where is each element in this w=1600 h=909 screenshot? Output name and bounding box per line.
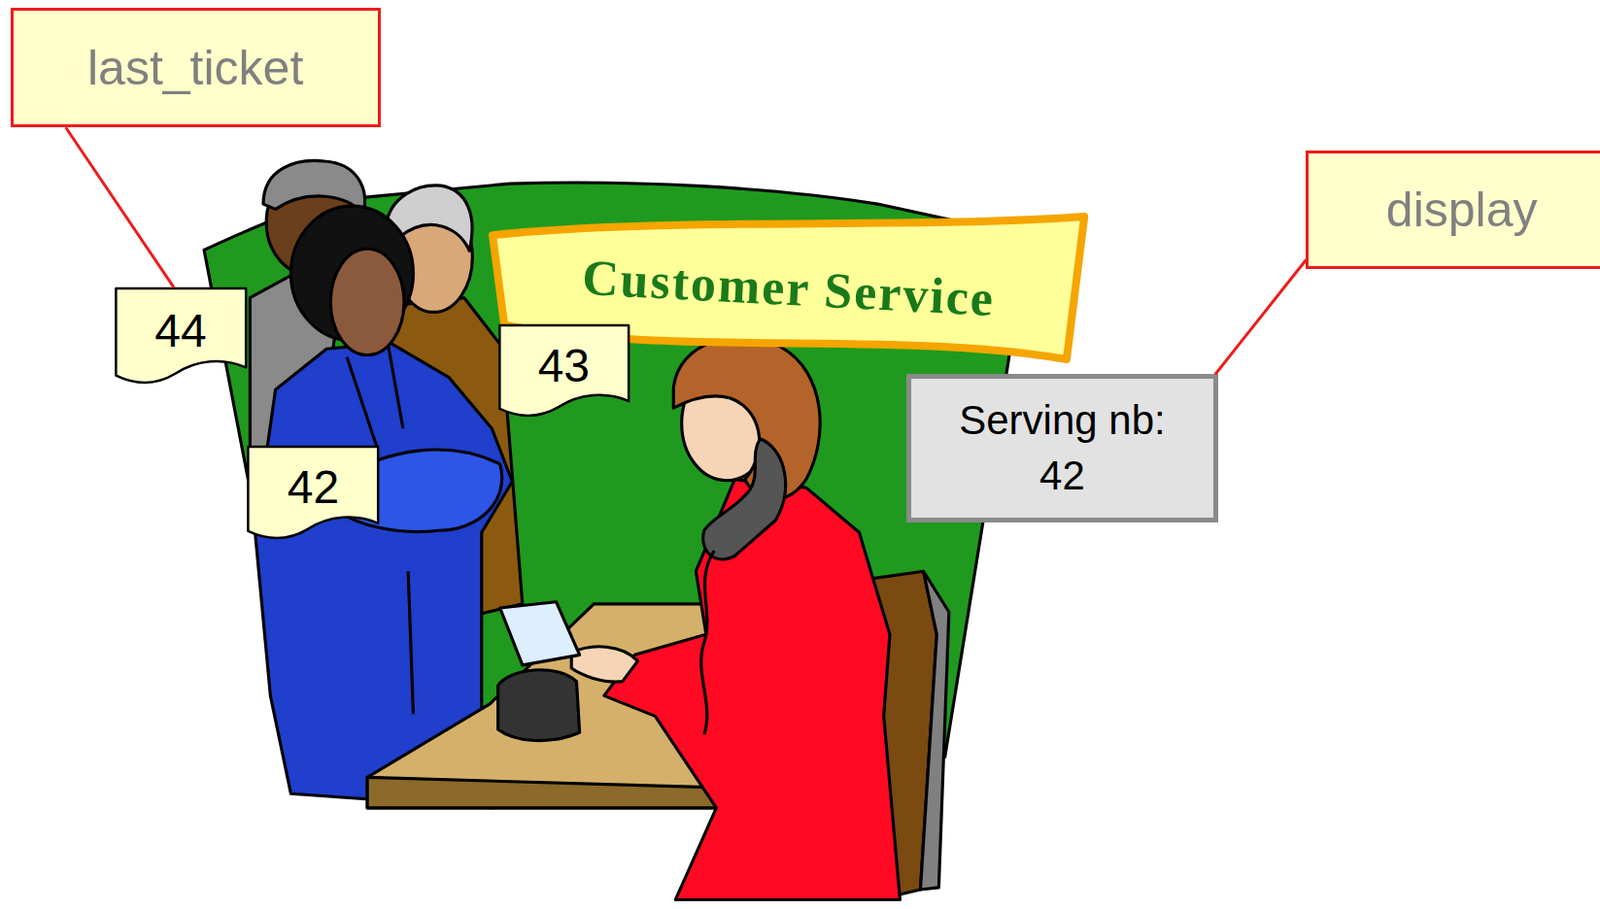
node-text: 42 [287,460,340,514]
phone-cord [701,550,715,735]
ticket-shape [248,446,379,539]
person-head [330,248,405,355]
leader-line [66,127,174,288]
ticket: 44 [114,287,248,388]
phone-base [498,670,580,742]
ticket-shape [115,288,246,383]
node-text: display [1386,181,1538,239]
node-text: Serving nb: 42 [945,393,1179,504]
node-text: last_ticket [87,39,304,97]
ticket: 42 [246,445,380,544]
paper [500,602,580,666]
node-text: 44 [154,304,206,358]
variable-label: display [1305,150,1600,270]
ticket: 43 [498,324,630,421]
node-text: 43 [538,339,590,393]
leader-line [1215,260,1307,375]
agent-hand [571,646,638,682]
variable-label: last_ticket [10,7,381,128]
agent-hair [673,338,820,500]
display-screen: Serving nb: 42 [906,374,1219,522]
chair-side [919,571,949,890]
desk-edge [367,777,716,809]
phone-handset [703,439,786,560]
suit-detail [346,342,413,715]
ticket-shape [499,325,629,416]
